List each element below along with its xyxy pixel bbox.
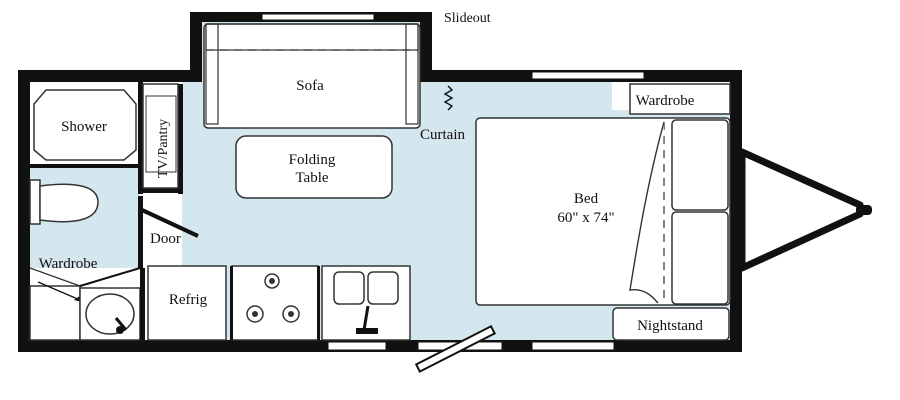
bed <box>475 117 731 306</box>
nightstand <box>612 307 730 341</box>
bath-wardrobe-label: Wardrobe <box>39 256 98 272</box>
refrig-label: Refrig <box>169 292 208 308</box>
bath-wardrobe <box>29 267 141 341</box>
bathroom-door <box>141 208 199 238</box>
front-wardrobe <box>629 83 731 115</box>
faucet-icon <box>114 317 128 334</box>
stove-burner-icon <box>246 273 300 323</box>
bed-label: Bed <box>574 191 599 207</box>
curtain-icon <box>443 85 454 111</box>
refrigerator <box>147 265 227 341</box>
entry-door <box>414 324 497 373</box>
tv-pantry <box>138 82 183 194</box>
door-label: Door <box>150 231 181 247</box>
shower <box>30 82 142 168</box>
slideout-label: Slideout <box>444 11 491 26</box>
folding-table-label-2: Table <box>295 170 328 186</box>
bath-sink <box>79 268 145 341</box>
tv-pantry-label: TV/Pantry <box>156 119 171 178</box>
shower-label: Shower <box>61 119 107 135</box>
nightstand-label: Nightstand <box>637 318 703 334</box>
sofa-label: Sofa <box>296 78 324 94</box>
toilet-icon <box>29 179 99 225</box>
sofa <box>203 23 421 129</box>
folding-table-label: Folding <box>289 152 336 168</box>
folding-table <box>235 135 393 199</box>
bed-size-label: 60" x 74" <box>557 210 614 226</box>
hitch-icon <box>738 148 872 272</box>
front-wardrobe-label: Wardrobe <box>636 93 695 109</box>
sink-icon <box>321 265 411 341</box>
curtain-label: Curtain <box>420 127 465 143</box>
